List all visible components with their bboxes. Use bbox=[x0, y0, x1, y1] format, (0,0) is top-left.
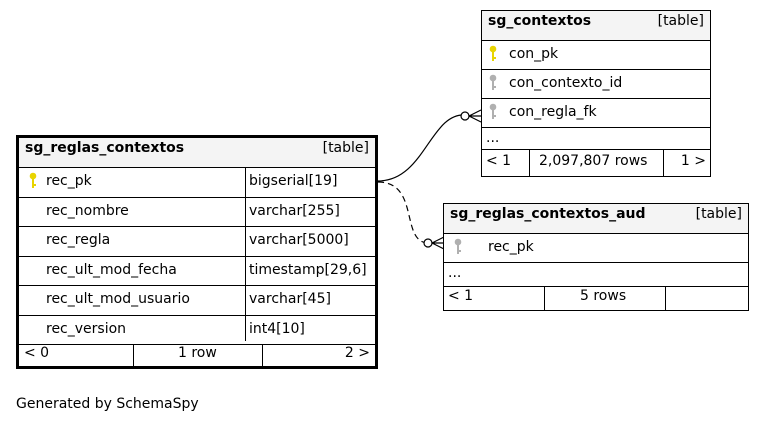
table-footer: < 0 1 row 2 > bbox=[19, 344, 375, 366]
generated-by-note: Generated by SchemaSpy bbox=[16, 396, 199, 412]
footer-divider bbox=[665, 286, 666, 310]
footer-divider bbox=[262, 344, 263, 366]
column-row[interactable]: rec_ult_mod_usuario varchar[45] bbox=[19, 286, 375, 316]
column-type: varchar[255] bbox=[249, 202, 340, 219]
table-name[interactable]: sg_contextos bbox=[488, 13, 592, 29]
children-count[interactable]: 2 > bbox=[344, 345, 370, 361]
table-name[interactable]: sg_reglas_contextos_aud bbox=[450, 206, 646, 222]
table-header: sg_contextos [table] bbox=[482, 11, 710, 41]
column-name: con_pk bbox=[509, 46, 559, 62]
foreign-key-icon bbox=[489, 103, 497, 119]
key-icon bbox=[489, 74, 497, 90]
column-type: bigserial[19] bbox=[249, 173, 338, 189]
ellipsis: ... bbox=[448, 265, 462, 281]
column-row[interactable]: con_regla_fk bbox=[482, 99, 710, 128]
fk-line-aud-optional-marker bbox=[423, 238, 433, 248]
table-kind: [table] bbox=[657, 13, 704, 29]
footer-divider bbox=[133, 344, 134, 366]
table-footer: < 1 5 rows bbox=[444, 286, 748, 310]
children-count[interactable]: 1 > bbox=[680, 153, 706, 169]
column-row[interactable]: rec_regla varchar[5000] bbox=[19, 227, 375, 257]
column-name: rec_version bbox=[46, 320, 127, 337]
row-count: 1 row bbox=[178, 345, 217, 361]
column-type: timestamp[29,6] bbox=[249, 261, 367, 278]
fk-line-contextos-crowfoot bbox=[468, 109, 482, 123]
column-name: con_regla_fk bbox=[509, 104, 597, 120]
more-columns-row: ... bbox=[482, 128, 710, 150]
fk-line-aud-crowfoot bbox=[431, 236, 445, 250]
parents-count[interactable]: < 1 bbox=[486, 153, 512, 169]
fk-line-aud bbox=[377, 181, 429, 244]
table-header: sg_reglas_contextos [table] bbox=[19, 138, 375, 168]
ellipsis: ... bbox=[486, 130, 500, 146]
column-name: rec_pk bbox=[488, 239, 534, 255]
column-row[interactable]: rec_pk bigserial[19] bbox=[19, 168, 375, 198]
row-count: 2,097,807 rows bbox=[539, 153, 648, 169]
column-name: rec_ult_mod_fecha bbox=[46, 261, 177, 278]
footer-divider bbox=[544, 286, 545, 310]
column-type: int4[10] bbox=[249, 320, 305, 337]
column-name: rec_pk bbox=[46, 173, 92, 189]
column-name: rec_nombre bbox=[46, 202, 129, 219]
primary-key-icon bbox=[29, 172, 37, 188]
parents-count[interactable]: < 1 bbox=[448, 288, 474, 304]
table-kind: [table] bbox=[322, 140, 369, 156]
foreign-key-icon bbox=[454, 238, 462, 254]
table-footer: < 1 2,097,807 rows 1 > bbox=[482, 150, 710, 176]
row-count: 5 rows bbox=[580, 288, 627, 304]
column-row[interactable]: rec_nombre varchar[255] bbox=[19, 198, 375, 227]
column-name: rec_ult_mod_usuario bbox=[46, 291, 190, 307]
table-sg-reglas-contextos-aud[interactable]: sg_reglas_contextos_aud [table] rec_pk .… bbox=[443, 203, 749, 311]
footer-divider bbox=[663, 150, 664, 176]
column-type: varchar[5000] bbox=[249, 232, 349, 248]
parents-count[interactable]: < 0 bbox=[24, 345, 50, 361]
column-row[interactable]: rec_ult_mod_fecha timestamp[29,6] bbox=[19, 257, 375, 286]
column-type: varchar[45] bbox=[249, 291, 331, 307]
table-kind: [table] bbox=[695, 206, 742, 222]
column-row[interactable]: rec_pk bbox=[444, 234, 748, 263]
fk-line-contextos bbox=[377, 114, 467, 182]
column-type-divider bbox=[245, 168, 246, 341]
column-row[interactable]: con_pk bbox=[482, 41, 710, 70]
column-row[interactable]: con_contexto_id bbox=[482, 70, 710, 99]
table-header: sg_reglas_contextos_aud [table] bbox=[444, 204, 748, 234]
footer-divider bbox=[529, 150, 530, 176]
column-name: con_contexto_id bbox=[509, 75, 623, 91]
column-name: rec_regla bbox=[46, 232, 111, 248]
table-name[interactable]: sg_reglas_contextos bbox=[25, 140, 185, 156]
more-columns-row: ... bbox=[444, 263, 748, 287]
primary-key-icon bbox=[489, 45, 497, 61]
table-sg-reglas-contextos[interactable]: sg_reglas_contextos [table] rec_pk bigse… bbox=[16, 135, 378, 369]
column-row[interactable]: rec_version int4[10] bbox=[19, 316, 375, 345]
fk-line-contextos-optional-marker bbox=[460, 111, 470, 121]
table-sg-contextos[interactable]: sg_contextos [table] con_pk con_contexto… bbox=[481, 10, 711, 177]
